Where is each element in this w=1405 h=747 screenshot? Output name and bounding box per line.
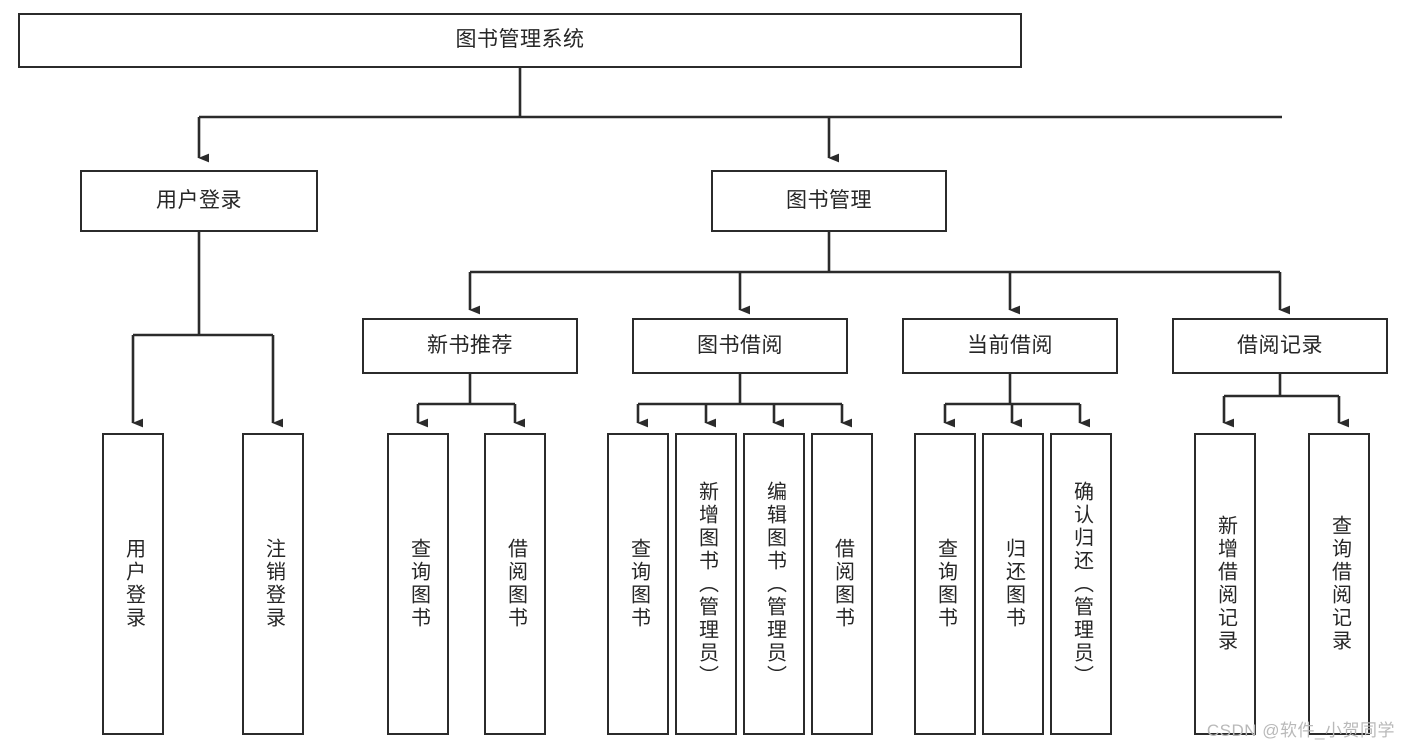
leaf-return-book-label: 归还图书 <box>1002 538 1025 630</box>
leaf-query-book-1-label: 查询图书 <box>407 538 430 630</box>
leaf-confirm-return-label: 确认归还（管理员） <box>1070 480 1093 688</box>
leaf-user-login[interactable]: 用户登录 <box>102 433 164 735</box>
leaf-edit-book[interactable]: 编辑图书（管理员） <box>743 433 805 735</box>
node-book-borrow-label: 图书借阅 <box>697 333 783 357</box>
node-new-book-recommend[interactable]: 新书推荐 <box>362 318 578 374</box>
leaf-user-login-label: 用户登录 <box>122 538 145 630</box>
leaf-borrow-book-1[interactable]: 借阅图书 <box>484 433 546 735</box>
node-borrow-record-label: 借阅记录 <box>1237 333 1323 357</box>
leaf-logout[interactable]: 注销登录 <box>242 433 304 735</box>
leaf-add-borrow-record[interactable]: 新增借阅记录 <box>1194 433 1256 735</box>
leaf-query-borrow-record-label: 查询借阅记录 <box>1328 515 1351 653</box>
leaf-query-book-3-label: 查询图书 <box>934 538 957 630</box>
node-borrow-record[interactable]: 借阅记录 <box>1172 318 1388 374</box>
leaf-confirm-return[interactable]: 确认归还（管理员） <box>1050 433 1112 735</box>
leaf-query-book-2[interactable]: 查询图书 <box>607 433 669 735</box>
node-book-borrow[interactable]: 图书借阅 <box>632 318 848 374</box>
node-root[interactable]: 图书管理系统 <box>18 13 1022 68</box>
leaf-query-borrow-record[interactable]: 查询借阅记录 <box>1308 433 1370 735</box>
node-user-login[interactable]: 用户登录 <box>80 170 318 232</box>
node-new-book-recommend-label: 新书推荐 <box>427 333 513 357</box>
leaf-borrow-book-2[interactable]: 借阅图书 <box>811 433 873 735</box>
leaf-add-borrow-record-label: 新增借阅记录 <box>1214 515 1237 653</box>
leaf-return-book[interactable]: 归还图书 <box>982 433 1044 735</box>
node-current-borrow[interactable]: 当前借阅 <box>902 318 1118 374</box>
node-book-management-label: 图书管理 <box>786 188 872 212</box>
leaf-borrow-book-1-label: 借阅图书 <box>504 538 527 630</box>
leaf-edit-book-label: 编辑图书（管理员） <box>763 480 786 688</box>
leaf-query-book-3[interactable]: 查询图书 <box>914 433 976 735</box>
node-book-management[interactable]: 图书管理 <box>711 170 947 232</box>
leaf-query-book-2-label: 查询图书 <box>627 538 650 630</box>
leaf-query-book-1[interactable]: 查询图书 <box>387 433 449 735</box>
leaf-add-book-label: 新增图书（管理员） <box>695 480 718 688</box>
leaf-add-book[interactable]: 新增图书（管理员） <box>675 433 737 735</box>
node-root-label: 图书管理系统 <box>455 28 585 52</box>
leaf-borrow-book-2-label: 借阅图书 <box>831 538 854 630</box>
node-current-borrow-label: 当前借阅 <box>967 333 1053 357</box>
csdn-watermark: CSDN @软件_小贺同学 <box>1206 721 1395 740</box>
leaf-logout-label: 注销登录 <box>262 538 285 630</box>
node-user-login-label: 用户登录 <box>156 188 242 212</box>
